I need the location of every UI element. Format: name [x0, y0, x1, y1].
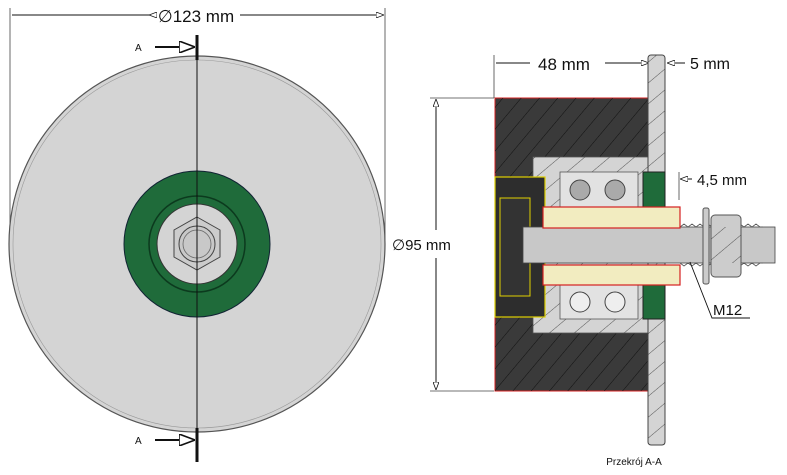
diameter-123-label: ∅123 mm	[158, 7, 234, 26]
offset-4-5-label: 4,5 mm	[697, 172, 747, 189]
section-caption: Przekrój A-A	[606, 457, 662, 468]
bearing-ball	[604, 179, 626, 201]
bearing-ball	[569, 291, 591, 313]
thread-m12-label: M12	[713, 302, 742, 319]
washer	[702, 207, 710, 285]
bearing-ball	[569, 179, 591, 201]
spacer-sleeve-bottom	[542, 264, 681, 286]
bearing-ball	[604, 291, 626, 313]
front-view: ∅123 mm A A	[8, 7, 386, 462]
leader-line	[689, 261, 750, 319]
section-mark-top: A	[135, 43, 142, 54]
diameter-95-label: ∅95 mm	[392, 237, 451, 254]
seal-top	[642, 171, 666, 208]
section-mark-bottom: A	[135, 436, 142, 447]
bearing-bottom	[559, 284, 639, 320]
seal-bottom	[642, 284, 666, 320]
section-view: 48 mm 5 mm ∅95 mm 4,5 mm	[392, 54, 776, 468]
flange-5-label: 5 mm	[690, 56, 730, 73]
spacer-sleeve-top	[542, 206, 681, 229]
width-48-label: 48 mm	[538, 55, 590, 74]
bearing-top	[559, 171, 639, 208]
nut-hatch	[711, 227, 741, 263]
